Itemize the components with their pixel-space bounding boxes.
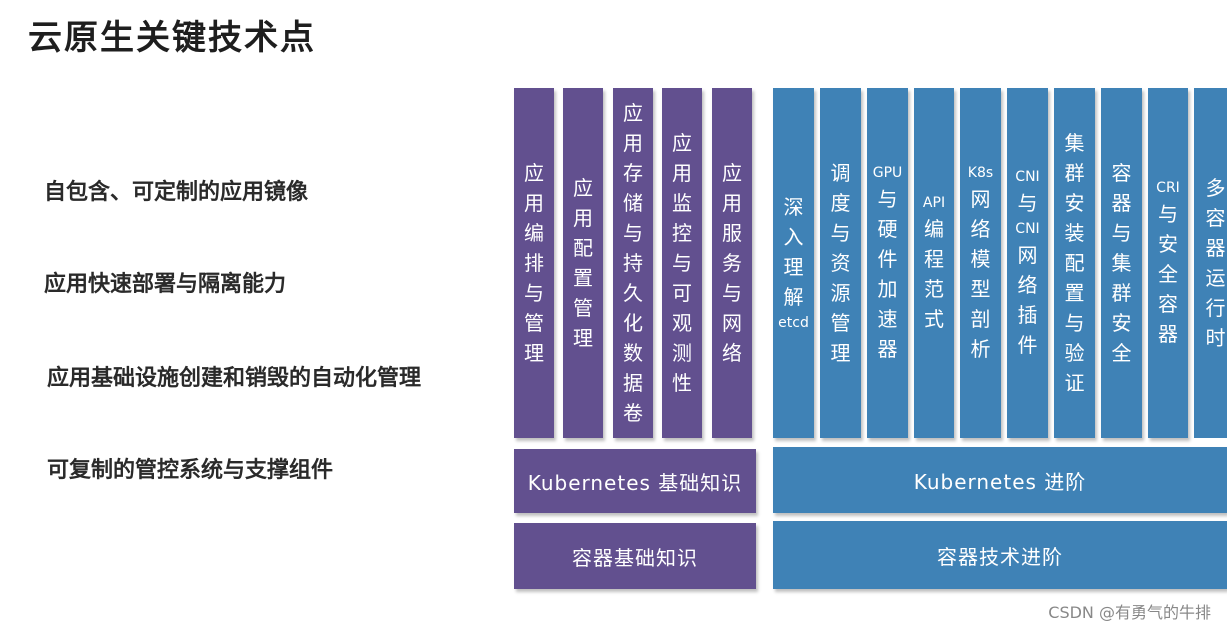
advanced-column-label: 集群安装配置与验证 <box>1064 131 1085 395</box>
container-advanced-bar: 容器技术进阶 <box>773 521 1227 589</box>
basic-column-label: 应用服务与网络 <box>722 161 742 365</box>
advanced-column-multi-runtime: 多容器运行时 <box>1194 88 1227 438</box>
advanced-column-security: 容器与集群安全 <box>1101 88 1142 438</box>
advanced-column-label: 多容器运行时 <box>1205 176 1226 350</box>
advanced-column-label: 调度与资源管理 <box>830 161 851 365</box>
basic-column-config: 应用配置管理 <box>563 88 603 438</box>
k8s-basic-bar: Kubernetes 基础知识 <box>514 449 756 513</box>
container-basic-bar: 容器基础知识 <box>514 523 756 589</box>
basic-column-monitoring: 应用监控与可观测性 <box>662 88 702 438</box>
csdn-watermark: CSDN @有勇气的牛排 <box>1048 603 1211 622</box>
key-point-2: 应用快速部署与隔离能力 <box>44 272 287 297</box>
basic-column-label: 应用编排与管理 <box>524 161 544 365</box>
key-point-4: 可复制的管控系统与支撑组件 <box>47 458 334 483</box>
k8s-advanced-bar: Kubernetes 进阶 <box>773 447 1227 513</box>
basic-column-orchestration: 应用编排与管理 <box>514 88 554 438</box>
key-point-3: 应用基础设施创建和销毁的自动化管理 <box>47 366 422 391</box>
basic-column-label: 应用监控与可观测性 <box>672 131 692 395</box>
key-point-1: 自包含、可定制的应用镜像 <box>44 180 309 205</box>
basic-column-label: 应用存储与持久化数据卷 <box>623 101 643 425</box>
basic-column-network: 应用服务与网络 <box>712 88 752 438</box>
advanced-column-cluster-install: 集群安装配置与验证 <box>1054 88 1095 438</box>
slide-title: 云原生关键技术点 <box>28 18 316 58</box>
advanced-column-scheduling: 调度与资源管理 <box>820 88 861 438</box>
basic-column-storage: 应用存储与持久化数据卷 <box>613 88 653 438</box>
advanced-column-label: 容器与集群安全 <box>1111 161 1132 365</box>
basic-column-label: 应用配置管理 <box>573 176 593 350</box>
